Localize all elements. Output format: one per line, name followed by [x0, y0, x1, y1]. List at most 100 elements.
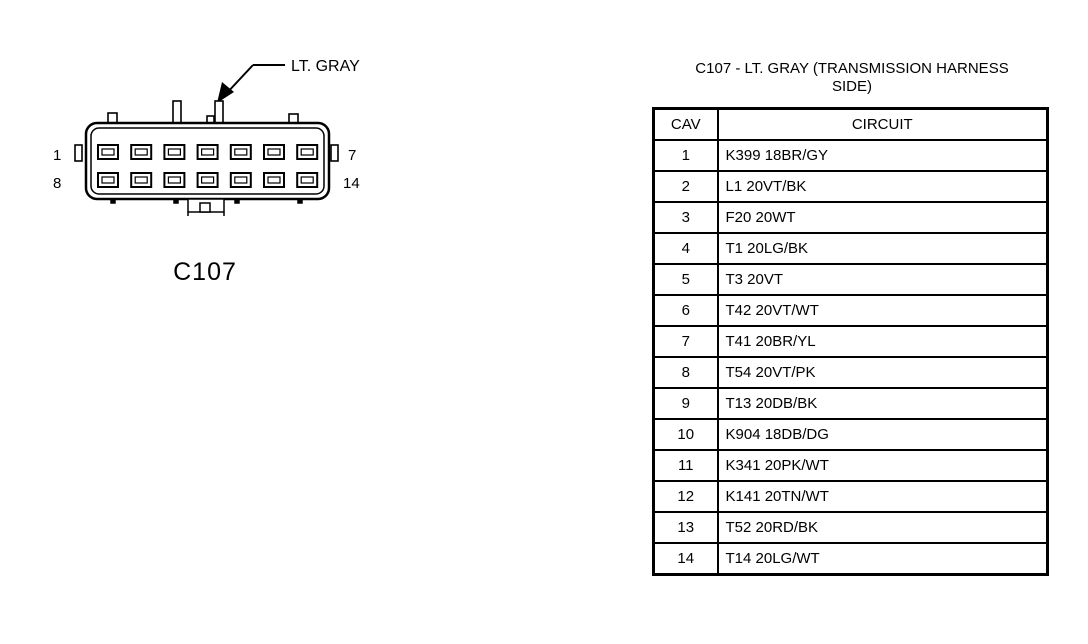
- table-title-line-1: C107 - LT. GRAY (TRANSMISSION HARNESS: [695, 60, 1009, 77]
- circuit-cell: K399 18BR/GY: [716, 139, 1049, 172]
- connector-side-lugs: [74, 144, 339, 162]
- cavity-13: [263, 172, 285, 188]
- cav-cell: 1: [652, 139, 719, 172]
- circuit-cell: F20 20WT: [716, 201, 1049, 234]
- cav-cell: 14: [652, 542, 719, 576]
- header-cav: CAV: [652, 107, 719, 141]
- pin-label-14: 14: [343, 175, 360, 192]
- cavity-5: [229, 144, 252, 160]
- cav-cell: 4: [652, 232, 719, 265]
- cavity-9: [130, 172, 153, 188]
- cav-cell: 6: [652, 294, 719, 327]
- cavity-11: [196, 172, 219, 188]
- cav-cell: 2: [652, 170, 719, 203]
- cavity-8: [97, 172, 119, 188]
- pin-label-7: 7: [348, 147, 356, 164]
- cavity-terminal: [134, 148, 148, 156]
- pin-label-8: 8: [53, 175, 61, 192]
- cav-cell: 8: [652, 356, 719, 389]
- cavity-terminal: [234, 148, 248, 156]
- bottom-nub-3: [234, 198, 240, 204]
- bottom-nub-1: [110, 198, 116, 204]
- pin-number-labels: 1 7 8 14: [53, 147, 360, 192]
- cavity-terminal: [101, 148, 115, 156]
- cavity-14: [296, 172, 319, 188]
- color-callout: LT. GRAY: [217, 58, 360, 103]
- side-lug-right: [330, 144, 339, 162]
- table-header-row: CAV CIRCUIT: [652, 107, 1049, 141]
- header-circuit: CIRCUIT: [716, 107, 1049, 141]
- cavity-terminal: [167, 176, 181, 184]
- cavity-terminal: [300, 176, 314, 184]
- latch-post: [214, 100, 224, 125]
- circuit-cell: K341 20PK/WT: [716, 449, 1049, 482]
- cavity-terminal: [234, 176, 248, 184]
- cav-cell: 7: [652, 325, 719, 358]
- circuit-cell: T14 20LG/WT: [716, 542, 1049, 576]
- cavity-7: [296, 144, 319, 160]
- cav-cell: 13: [652, 511, 719, 544]
- cav-cell: 9: [652, 387, 719, 420]
- cavity-6: [263, 144, 285, 160]
- connector-top-features: [107, 100, 299, 125]
- bottom-key-slot: [199, 202, 211, 213]
- bottom-nub-2: [173, 198, 179, 204]
- cavity-4: [196, 144, 219, 160]
- cavity-terminal: [300, 148, 314, 156]
- cavity-grid: [97, 144, 319, 188]
- cavity-3: [163, 144, 186, 160]
- top-post-center: [172, 100, 182, 125]
- connector-bottom-features: [110, 198, 303, 216]
- cavity-terminal: [267, 148, 281, 156]
- cavity-1: [97, 144, 119, 160]
- cav-cell: 12: [652, 480, 719, 513]
- side-lug-left: [74, 144, 83, 162]
- cav-cell: 10: [652, 418, 719, 451]
- cavity-10: [163, 172, 186, 188]
- color-label: LT. GRAY: [291, 58, 360, 75]
- table-title-line-2: SIDE): [831, 78, 872, 95]
- circuit-cell: T42 20VT/WT: [716, 294, 1049, 327]
- connector-inner-shell: [90, 127, 325, 195]
- cavity-terminal: [267, 176, 281, 184]
- circuit-cell: T52 20RD/BK: [716, 511, 1049, 544]
- circuit-cell: T3 20VT: [716, 263, 1049, 296]
- table-title: C107 - LT. GRAY (TRANSMISSION HARNESS SI…: [652, 60, 1052, 96]
- cavity-terminal: [167, 148, 181, 156]
- circuit-cell: T13 20DB/BK: [716, 387, 1049, 420]
- cavity-2: [130, 144, 153, 160]
- cavity-terminal: [201, 176, 215, 184]
- cavity-terminal: [201, 148, 215, 156]
- circuit-cell: K904 18DB/DG: [716, 418, 1049, 451]
- circuit-cell: T41 20BR/YL: [716, 325, 1049, 358]
- circuit-cell: T1 20LG/BK: [716, 232, 1049, 265]
- cavity-12: [229, 172, 252, 188]
- cav-cell: 3: [652, 201, 719, 234]
- bottom-nub-4: [297, 198, 303, 204]
- circuit-cell: K141 20TN/WT: [716, 480, 1049, 513]
- cavity-terminal: [101, 176, 115, 184]
- pin-label-1: 1: [53, 147, 61, 164]
- circuit-cell: L1 20VT/BK: [716, 170, 1049, 203]
- cav-cell: 11: [652, 449, 719, 482]
- cav-cell: 5: [652, 263, 719, 296]
- circuit-cell: T54 20VT/PK: [716, 356, 1049, 389]
- callout-arrowhead: [217, 82, 234, 103]
- cavity-terminal: [134, 176, 148, 184]
